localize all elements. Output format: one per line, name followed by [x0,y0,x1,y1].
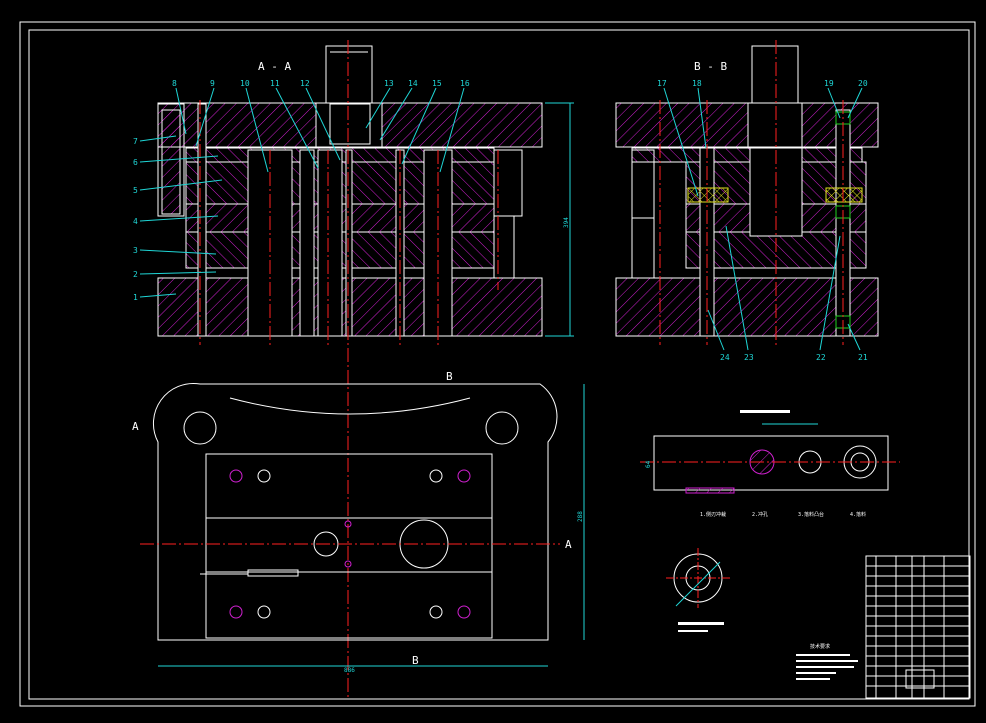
part-label-5: 5 [133,186,138,195]
width-dimension: 886 [344,667,355,674]
plan-marker-a-right: A [565,538,572,551]
section-aa-title: A - A [258,60,291,73]
part-label-2: 2 [133,270,138,279]
part-label-19: 19 [824,79,834,88]
plan-view: A A B B 288 886 [132,370,585,674]
plan-marker-b-top: B [446,370,453,383]
part-label-21: 21 [858,353,868,362]
part-label-23: 23 [744,353,754,362]
strip-layout: 64 1.侧刃冲裁 2.冲孔 3.落料凸台 4.落料 [640,410,900,518]
part-label-1: 1 [133,293,138,302]
top-part-leaders-aa: 8 9 10 11 12 13 14 15 16 [172,79,470,173]
part-label-16: 16 [460,79,470,88]
depth-dimension: 288 [577,511,584,522]
section-bb-view: B - B 17 18 19 20 24 23 22 [615,40,879,362]
strip-width-dimension: 64 [645,460,652,468]
part-label-12: 12 [300,79,310,88]
part-label-22: 22 [816,353,826,362]
inner-frame [28,29,970,700]
plan-marker-b-bottom: B [412,654,419,667]
part-label-14: 14 [408,79,418,88]
part-label-17: 17 [657,79,667,88]
title-block [865,555,971,699]
part-label-4: 4 [133,217,138,226]
strip-step-2: 2.冲孔 [752,511,768,518]
part-label-24: 24 [720,353,730,362]
notes-heading: 技术要求 [810,643,830,650]
part-label-15: 15 [432,79,442,88]
part-label-6: 6 [133,158,138,167]
part-label-11: 11 [270,79,280,88]
part-label-3: 3 [133,246,138,255]
technical-notes: 技术要求 [796,643,858,680]
part-detail [666,548,730,632]
strip-step-3: 3.落料凸台 [798,511,824,518]
part-label-9: 9 [210,79,215,88]
plan-marker-a-left: A [132,420,139,433]
part-label-10: 10 [240,79,250,88]
height-dimension: 394 [563,217,570,228]
strip-step-4: 4.落料 [850,511,866,518]
shank [325,45,373,105]
part-label-20: 20 [858,79,868,88]
part-label-8: 8 [172,79,177,88]
strip-step-1: 1.侧刃冲裁 [700,511,726,518]
left-part-leaders: 7 6 5 4 3 2 1 [133,135,223,302]
part-label-18: 18 [692,79,702,88]
part-label-13: 13 [384,79,394,88]
section-bb-title: B - B [694,60,727,73]
outer-frame [19,21,976,707]
section-aa-view: A - A [157,40,574,700]
part-label-7: 7 [133,137,138,146]
